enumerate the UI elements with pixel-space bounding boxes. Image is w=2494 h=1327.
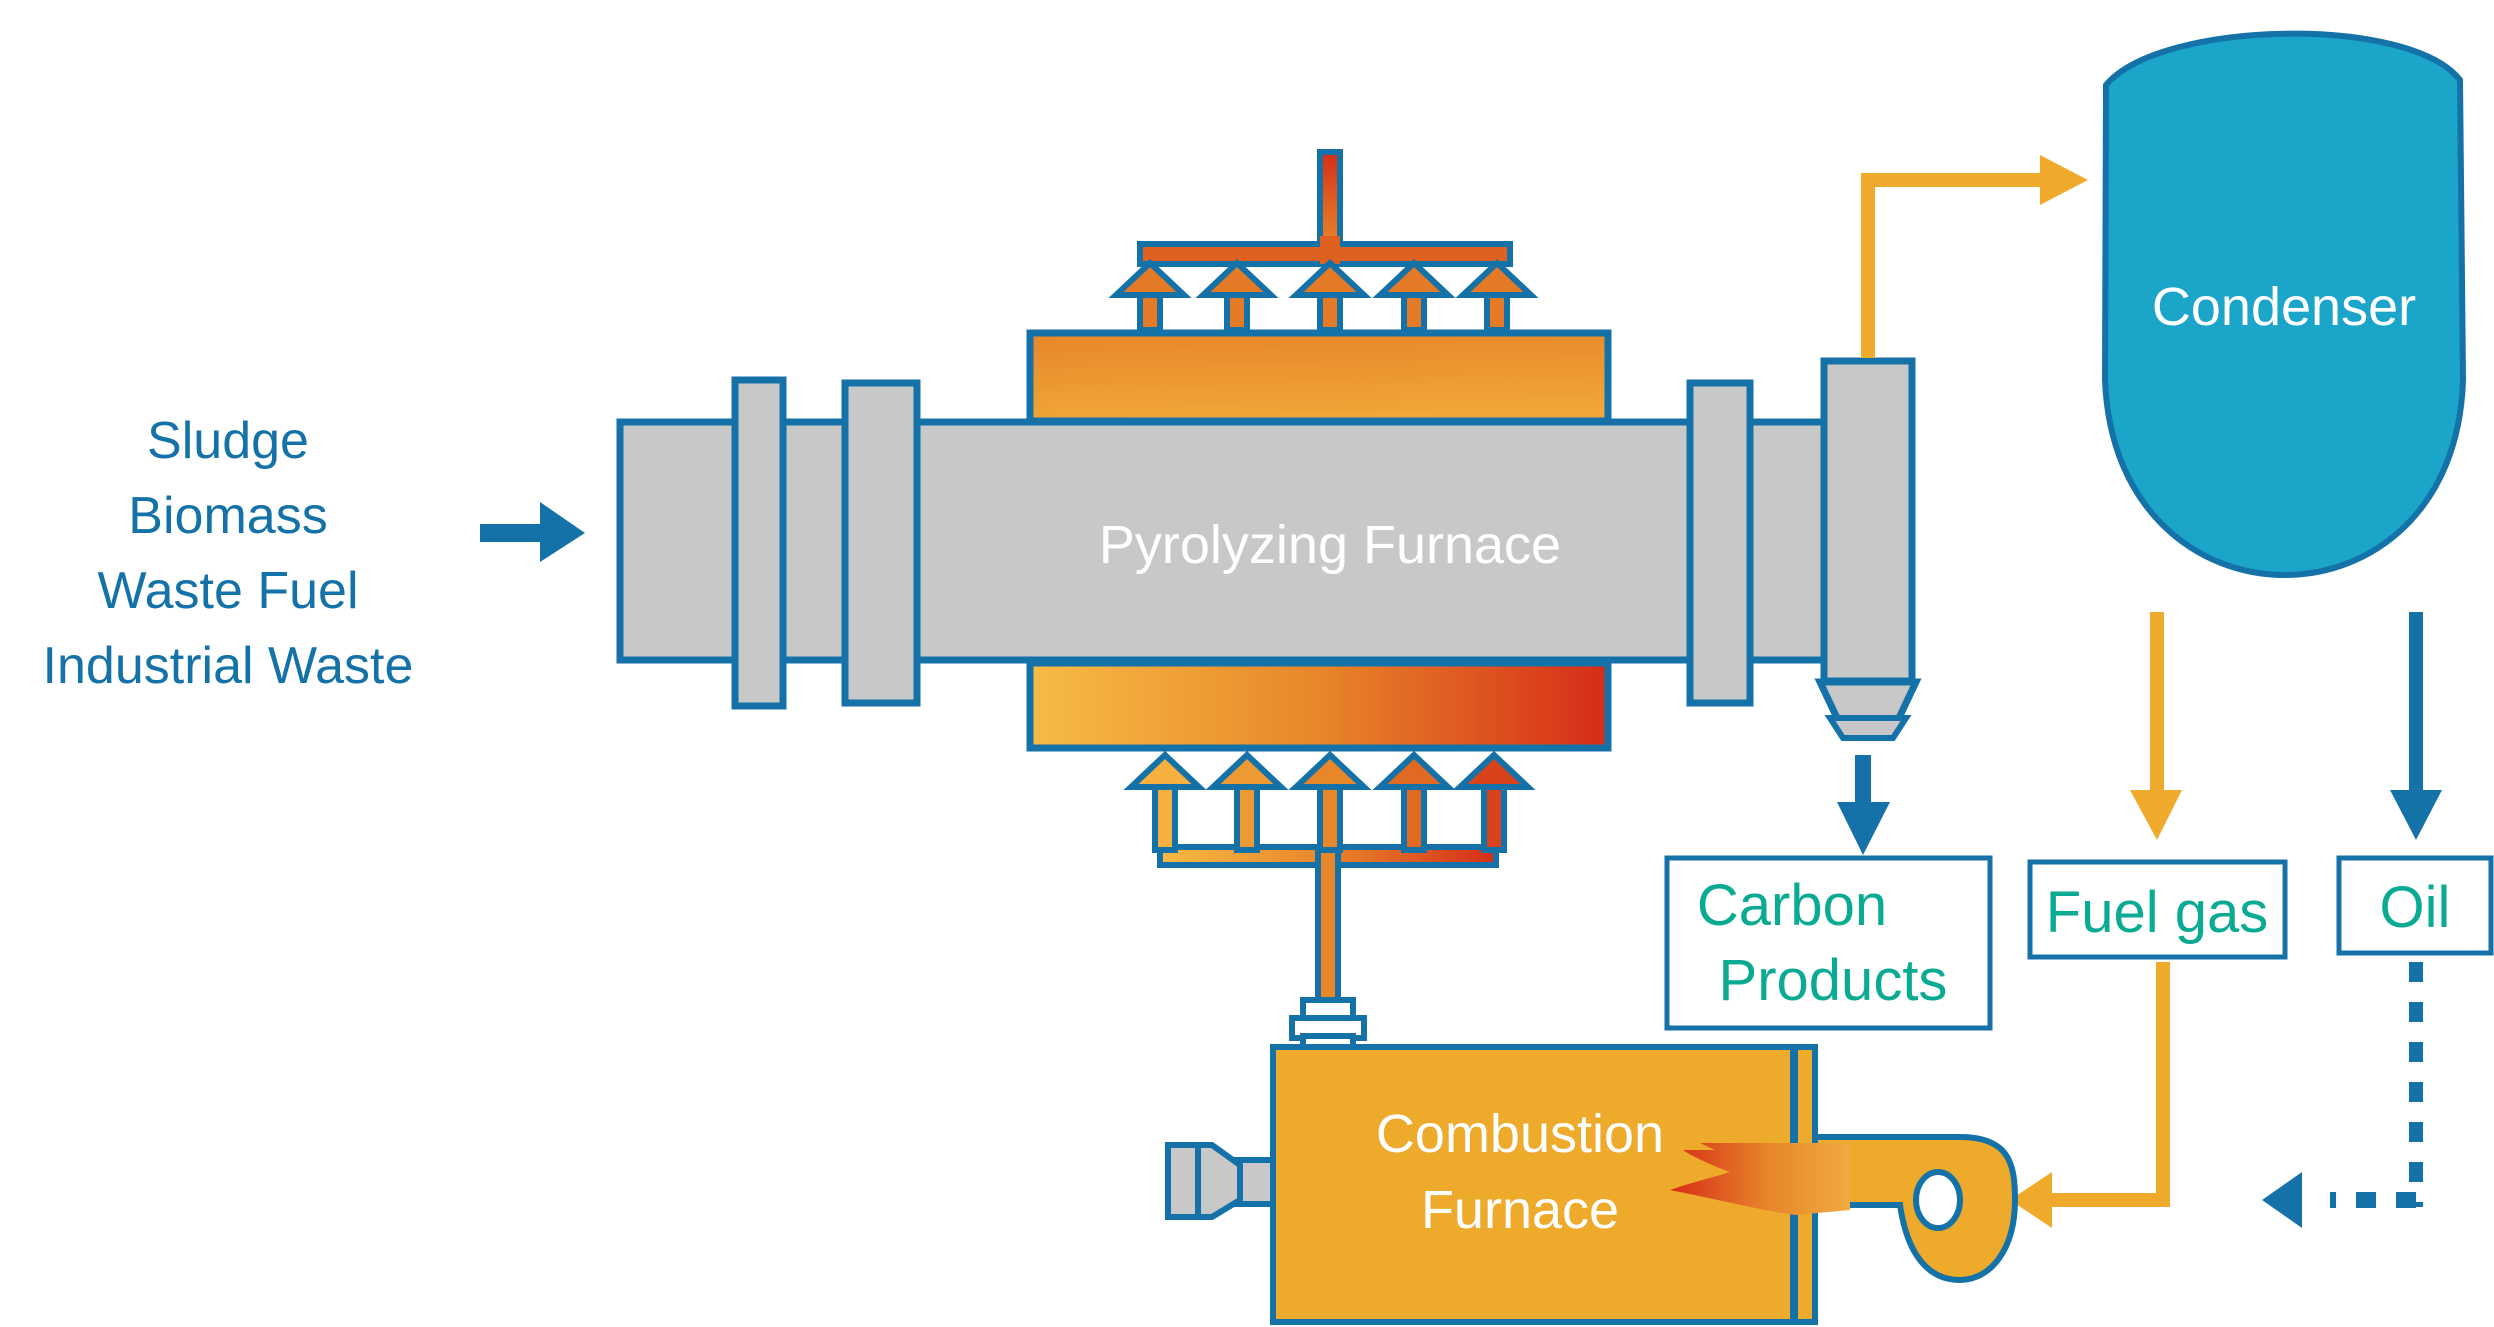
feedstock-waste-fuel: Waste Fuel [97,562,358,620]
exhaust-riser-arrow-0-head [1108,258,1192,298]
fuel-gas-return-line [2010,962,2170,1228]
fuel-gas-box: Fuel gas [2027,859,2288,960]
exhaust-riser-arrow-2-stem [1317,290,1343,333]
combustion-furnace: Combustion Furnace [1165,1044,2019,1325]
exhaust-riser-arrow-4-head [1455,258,1539,298]
heat-riser-arrow-3-head [1372,750,1456,790]
condenser: Condenser [2101,30,2467,578]
carbon-arrow [1837,755,1890,855]
carbon-products-label-2: Products [1719,948,1948,1013]
burner-port [1913,1169,1963,1231]
combustion-furnace-label-1: Combustion [1376,1104,1664,1164]
oil-label: Oil [2380,875,2451,940]
feed-arrow [480,502,585,562]
top-heating-jacket [1026,329,1612,425]
feedstock-sludge: Sludge [147,412,309,470]
bottom-heating-jacket [1026,659,1612,752]
oil-return-line [2262,962,2423,1228]
feedstock-biomass: Biomass [128,487,327,545]
flange [731,376,787,710]
fuel-gas-arrow [2130,612,2182,840]
flange [1686,379,1754,707]
exhaust-riser-arrow-2-head [1288,258,1372,298]
heat-riser-arrow-3-stem [1401,782,1427,853]
exhaust-riser-arrow-1-stem [1224,290,1250,333]
flange [841,379,921,707]
discharge-hopper [1814,678,1922,724]
heat-riser-arrow-1-head [1205,750,1289,790]
heat-riser-arrow-1-stem [1234,782,1260,853]
heat-riser-arrow-2-stem [1317,782,1343,853]
pyrolyzing-furnace: Pyrolyzing Furnace [616,357,1922,741]
heat-supply-manifold [1123,750,1536,1057]
feedstock-industrial-waste: Industrial Waste [43,637,414,695]
exhaust-riser-arrow-3-head [1372,258,1456,298]
pyrolysis-gas-line [1861,155,2088,358]
oil-box: Oil [2336,855,2494,956]
feedstock-list: Sludge Biomass Waste Fuel Industrial Was… [43,412,414,695]
heat-riser-arrow-0-head [1123,750,1207,790]
fuel-gas-label: Fuel gas [2046,880,2268,945]
heat-riser-arrow-4-stem [1481,782,1507,853]
condenser-label: Condenser [2152,277,2416,337]
exhaust-riser-arrow-1-head [1195,258,1279,298]
flame-icon [1670,1143,1850,1215]
carbon-products-box: Carbon Products [1664,855,1993,1031]
combustion-furnace-label-2: Furnace [1421,1180,1619,1240]
exhaust-riser-arrow-0-stem [1137,290,1163,333]
heat-riser-arrow-0-stem [1152,782,1178,853]
pyrolyzing-furnace-label: Pyrolyzing Furnace [1099,515,1561,575]
carbon-products-label-1: Carbon [1697,873,1887,938]
heat-riser-arrow-2-head [1288,750,1372,790]
exhaust-riser-arrow-3-stem [1401,290,1427,333]
heat-riser-arrow-4-head [1452,750,1536,790]
exhaust-manifold [1108,149,1539,333]
oil-arrow [2390,612,2442,840]
discharge-column [1820,357,1916,685]
exhaust-riser-arrow-4-stem [1484,290,1510,333]
